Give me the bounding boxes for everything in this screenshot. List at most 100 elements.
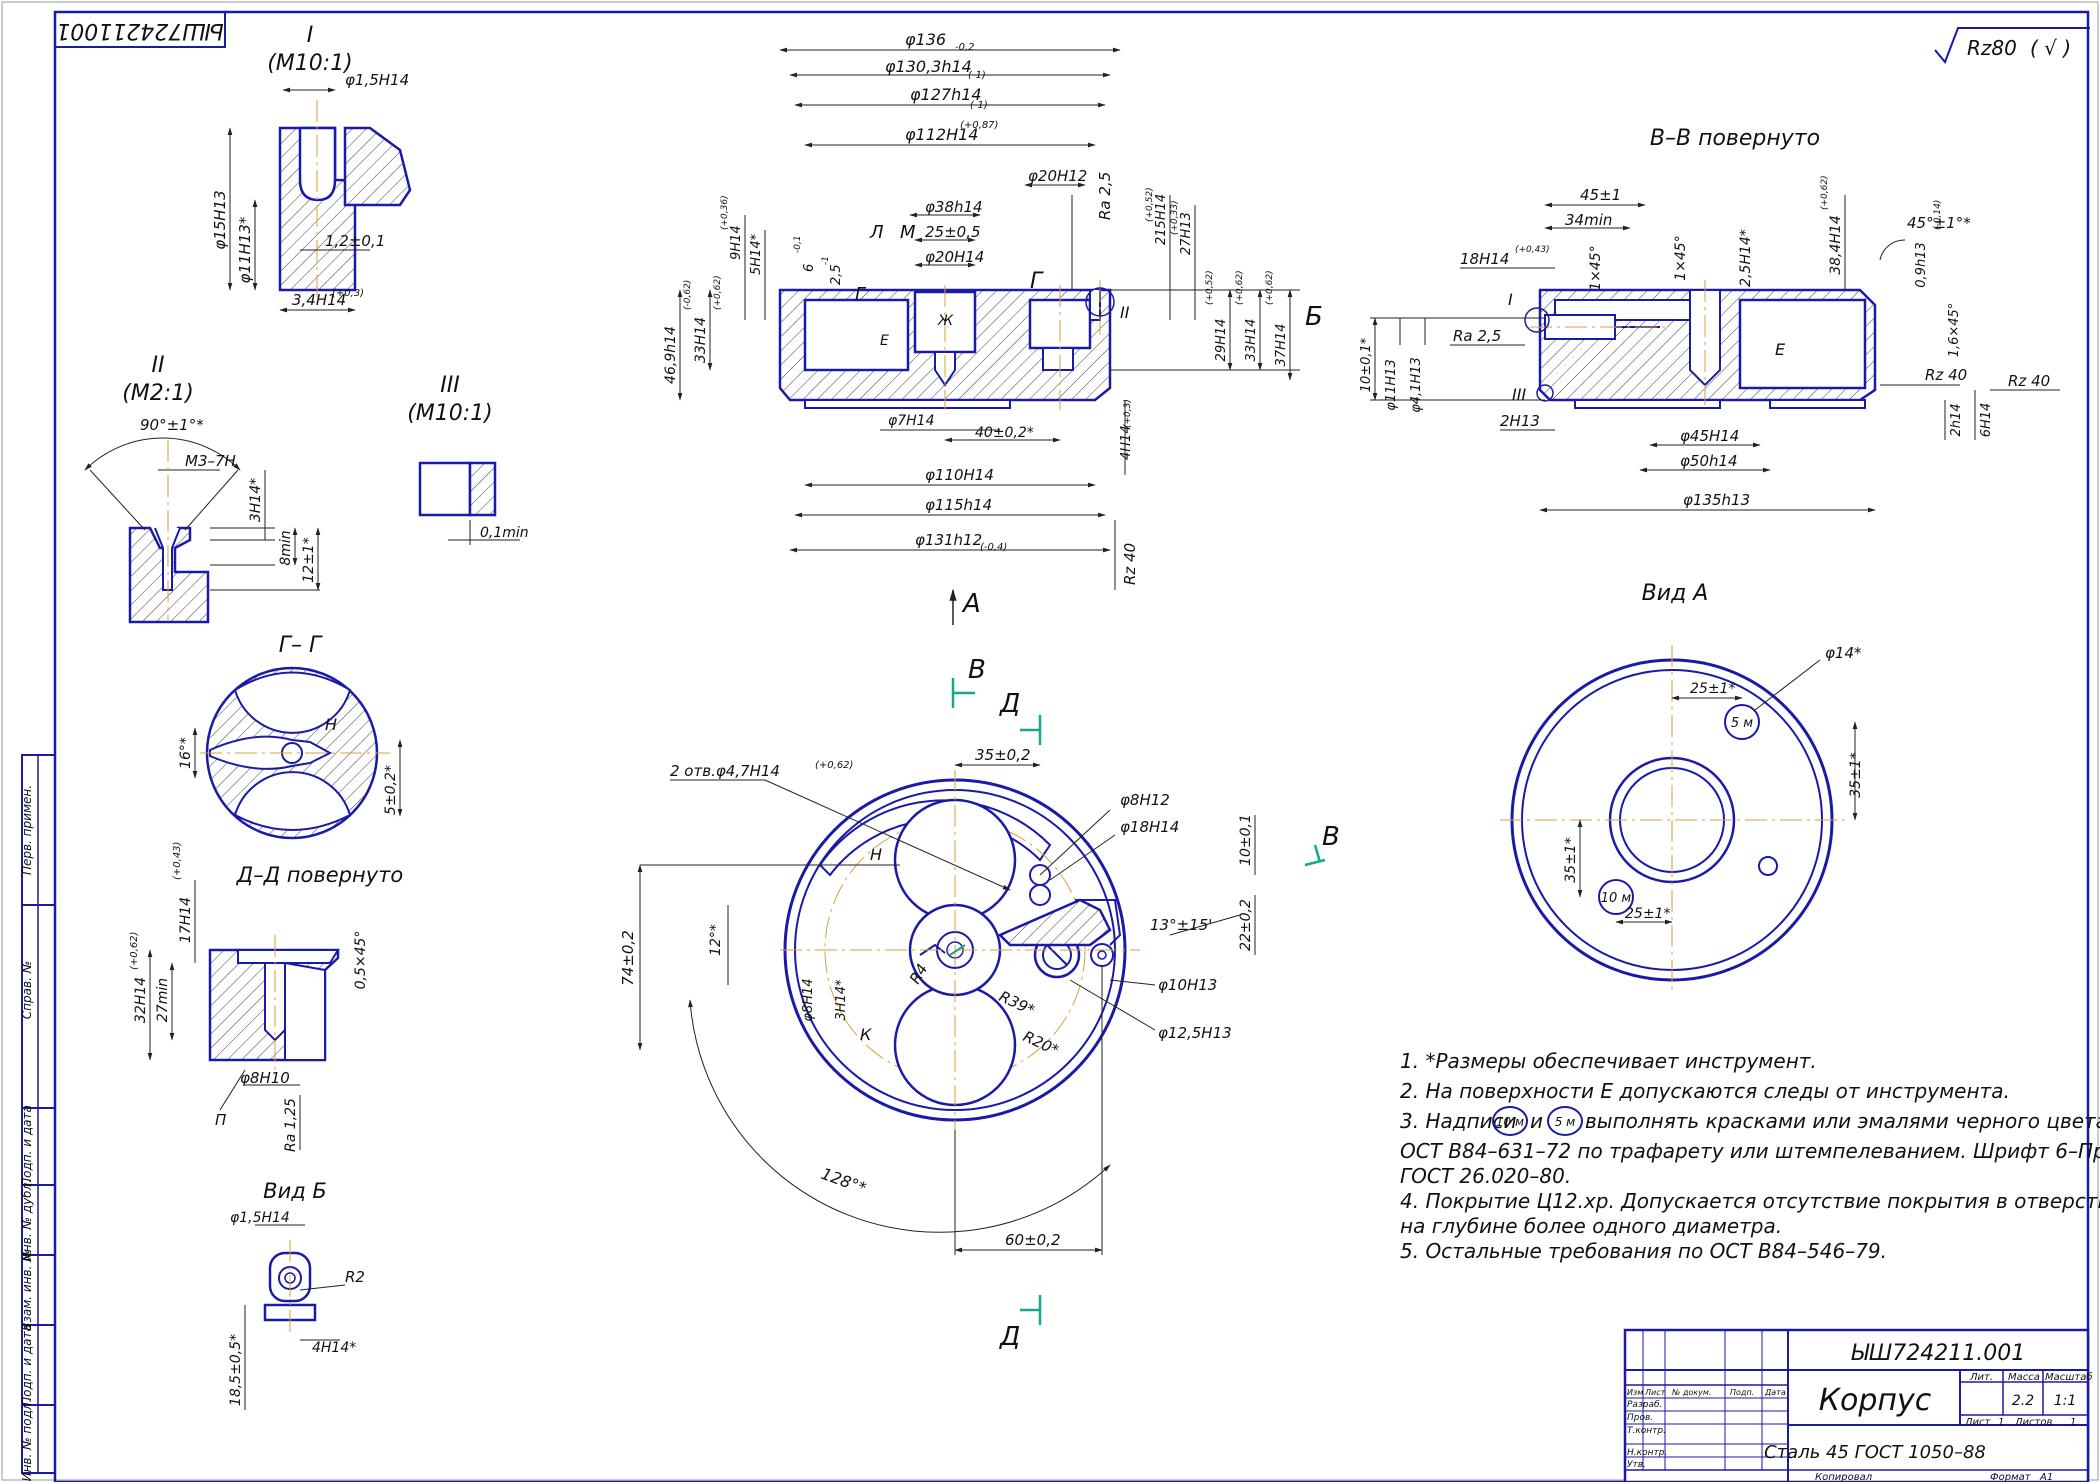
svg-text:Л: Л [869, 222, 884, 243]
note-4b: на глубине более одного диаметра. [1400, 1214, 1782, 1238]
svg-text:-0,2: -0,2 [955, 42, 975, 53]
svg-text:Утв.: Утв. [1627, 1460, 1646, 1470]
sidebar-label: Справ. № [20, 961, 34, 1019]
svg-text:38,4H14: 38,4H14 [1828, 215, 1844, 275]
mark-10m: 10 м [1496, 1115, 1524, 1129]
svg-text:9H14: 9H14 [729, 225, 744, 260]
svg-text:φ110H14: φ110H14 [925, 466, 994, 484]
svg-text:Вид А: Вид А [1642, 581, 1709, 606]
svg-text:35±1*: 35±1* [1563, 837, 1579, 882]
svg-text:17H14: 17H14 [178, 897, 194, 943]
svg-text:Е: Е [1775, 340, 1786, 359]
svg-text:22±0,2: 22±0,2 [1238, 899, 1254, 951]
sidebar-label: Взам. инв. № [20, 1249, 34, 1330]
svg-text:74±0,2: 74±0,2 [619, 930, 637, 986]
svg-text:4H14*: 4H14* [312, 1340, 356, 1356]
svg-text:φ1,5H14: φ1,5H14 [230, 1210, 290, 1226]
svg-text:φ20H14: φ20H14 [925, 248, 984, 266]
svg-text:(-0,14): (-0,14) [1933, 200, 1943, 230]
svg-text:Дата: Дата [1764, 1388, 1786, 1397]
svg-text:(+0,62): (+0,62) [1820, 175, 1830, 210]
left-sidebar: Перв. примен. Справ. № Подп. и дата Инв.… [20, 754, 56, 1481]
roughness-paren: ( √ ) [2030, 36, 2071, 60]
svg-text:32H14: 32H14 [133, 977, 149, 1023]
svg-text:35±1*: 35±1* [1848, 752, 1864, 797]
svg-text:(+0,52): (+0,52) [1205, 270, 1215, 305]
top-stamp: ЫШ724211001 [54, 11, 226, 48]
svg-text:Г: Г [855, 284, 867, 305]
svg-text:Rz 40: Rz 40 [2008, 372, 2050, 390]
svg-text:12°*: 12°* [708, 924, 724, 956]
svg-text:34min: 34min [1565, 211, 1612, 229]
svg-text:Формат: Формат [1990, 1472, 2032, 1482]
svg-text:Н.контр.: Н.контр. [1627, 1448, 1667, 1458]
svg-text:А: А [961, 589, 981, 619]
svg-text:10±0,1: 10±0,1 [1238, 814, 1254, 866]
mark-5m: 5 м [1555, 1115, 1576, 1129]
svg-text:К: К [860, 1025, 872, 1044]
svg-text:Ж: Ж [937, 313, 954, 329]
svg-text:60±0,2: 60±0,2 [1005, 1231, 1061, 1249]
svg-text:В: В [1322, 822, 1340, 852]
svg-text:37H14: 37H14 [1274, 324, 1289, 367]
sidebar-label: Инв. № дубл. [20, 1179, 34, 1261]
svg-text:4H14: 4H14 [1119, 425, 1134, 460]
svg-text:2H13: 2H13 [1500, 412, 1540, 430]
svg-text:φ8H12: φ8H12 [1120, 791, 1170, 809]
detail-view-1: I (M10:1) φ1,5H14 φ15H13 φ11H13* 1,2±0,1… [211, 23, 412, 313]
svg-text:φ10H13: φ10H13 [1158, 976, 1217, 994]
svg-text:-0,1: -0,1 [793, 235, 803, 253]
svg-text:0,1min: 0,1min [480, 525, 529, 541]
svg-text:6: 6 [802, 264, 817, 272]
svg-text:2h14: 2h14 [1949, 403, 1964, 436]
svg-text:(M2:1): (M2:1) [122, 381, 194, 406]
svg-text:φ131h12: φ131h12 [915, 531, 982, 549]
plan-view: В Д В Д 2 отв.φ4,7H14 (+0,62) 35±0,2 φ8H… [619, 655, 1340, 1352]
svg-text:R2: R2 [345, 1268, 365, 1286]
svg-text:φ11H13*: φ11H13* [236, 216, 254, 283]
svg-text:A1: A1 [2039, 1472, 2053, 1482]
section-gg: Г– Г Н 16°* 5±0,2* [178, 633, 403, 840]
note-3d: ОСТ В84–631–72 по трафарету или штемпеле… [1400, 1139, 2100, 1163]
svg-text:Rz 40: Rz 40 [1121, 543, 1139, 585]
svg-text:40±0,2*: 40±0,2* [975, 425, 1034, 441]
svg-text:45±1: 45±1 [1580, 186, 1621, 204]
svg-text:1×45°: 1×45° [1673, 235, 1689, 280]
note-5: 5. Остальные требования по ОСТ В84–546–7… [1400, 1239, 1887, 1263]
svg-text:(M10:1): (M10:1) [407, 401, 493, 426]
svg-text:Г: Г [1030, 269, 1044, 294]
detail-view-2: II (M2:1) 90°±1°* M3–7H 3H14* 8min 12±1* [84, 353, 321, 624]
part-name: Корпус [1819, 1383, 1932, 1418]
svg-text:φ135h13: φ135h13 [1683, 491, 1750, 509]
svg-text:III: III [1512, 385, 1526, 404]
svg-text:25±1*: 25±1* [1625, 906, 1670, 922]
svg-text:Ra 2,5: Ra 2,5 [1453, 327, 1501, 345]
svg-text:29H14: 29H14 [1214, 319, 1229, 362]
svg-text:Ra 2,5: Ra 2,5 [1096, 172, 1114, 220]
svg-text:46,9h14: 46,9h14 [663, 326, 679, 384]
svg-text:(+0,36): (+0,36) [720, 195, 730, 230]
general-roughness: Rz80 ( √ ) [1934, 27, 2090, 64]
svg-text:13°±15': 13°±15' [1150, 916, 1212, 934]
svg-text:1: 1 [2070, 1417, 2076, 1428]
svg-text:φ15H13: φ15H13 [211, 190, 229, 249]
svg-text:φ1,5H14: φ1,5H14 [345, 71, 409, 89]
svg-text:φ18H14: φ18H14 [1120, 818, 1179, 836]
svg-text:Г– Г: Г– Г [279, 633, 323, 658]
svg-text:φ112H14: φ112H14 [905, 125, 978, 144]
svg-text:(+0,3): (+0,3) [332, 288, 364, 299]
svg-text:2.2: 2.2 [2012, 1393, 2034, 1409]
svg-text:φ38h14: φ38h14 [925, 198, 983, 216]
technical-notes: 1. *Размеры обеспечивает инструмент. 2. … [1400, 1049, 2100, 1263]
note-3e: ГОСТ 26.020–80. [1400, 1164, 1571, 1188]
svg-text:φ45H14: φ45H14 [1680, 427, 1739, 445]
svg-text:I: I [307, 23, 314, 48]
svg-text:33H14: 33H14 [1244, 319, 1259, 362]
note-3b: и [1530, 1109, 1543, 1133]
svg-text:8min: 8min [278, 530, 294, 565]
svg-text:1:1: 1:1 [2054, 1393, 2077, 1409]
svg-text:Изм: Изм [1627, 1388, 1643, 1397]
svg-text:10±0,1*: 10±0,1* [1359, 337, 1374, 392]
svg-text:0,9h13: 0,9h13 [1914, 242, 1929, 287]
